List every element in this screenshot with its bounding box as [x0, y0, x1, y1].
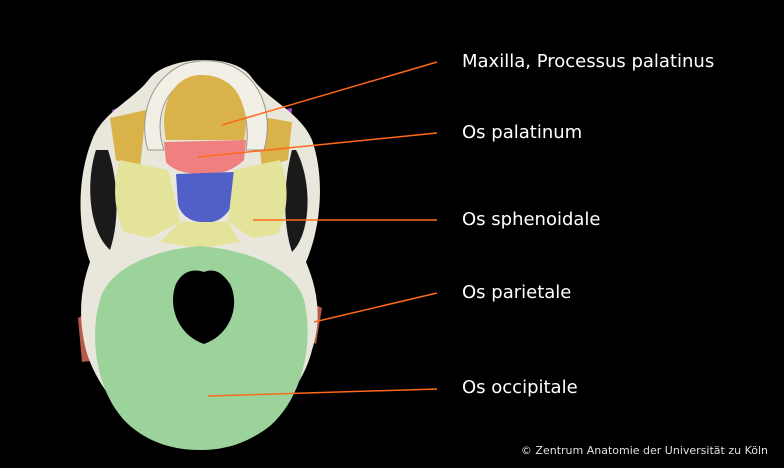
label-os-parietale: Os parietale [462, 282, 572, 303]
foramen-magnum [173, 270, 235, 344]
label-maxilla-processus-palatinus: Maxilla, Processus palatinus [462, 51, 715, 72]
label-os-occipitale: Os occipitale [462, 377, 578, 398]
maxilla-left-side [110, 110, 146, 168]
leader-lines [197, 61, 438, 397]
os-sphenoidale-body [160, 222, 240, 248]
os-occipitale-region [95, 246, 308, 450]
leader-line-maxilla [221, 61, 438, 126]
orbit-left [90, 150, 117, 250]
label-os-sphenoidale: Os sphenoidale [462, 209, 601, 230]
leader-line-palatinum [197, 132, 438, 158]
os-sphenoidale-left [115, 160, 180, 238]
os-palatinum-region [164, 140, 246, 175]
vomer-region [176, 172, 234, 223]
os-sphenoidale-right [228, 160, 287, 238]
leader-line-occipitale [207, 388, 438, 397]
orbit-right [285, 150, 308, 252]
copyright-notice: © Zentrum Anatomie der Universität zu Kö… [520, 444, 768, 457]
label-os-palatinum: Os palatinum [462, 122, 583, 143]
leader-line-parietale [313, 292, 438, 323]
